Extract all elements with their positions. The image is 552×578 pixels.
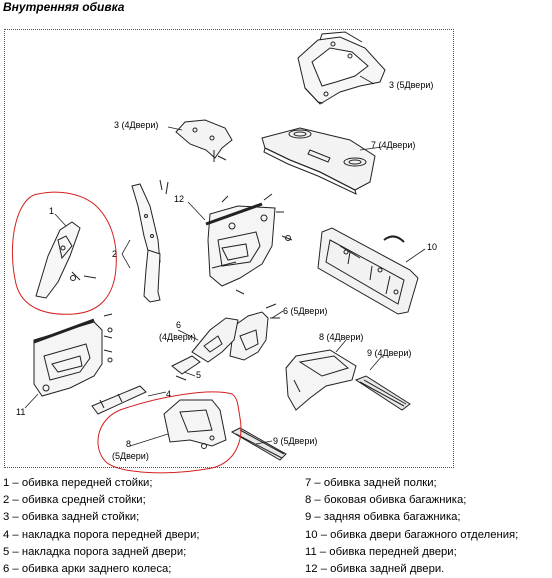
legend-item: 9 – задняя обивка багажника; <box>305 511 461 524</box>
legend-item: 2 – обивка средней стойки; <box>3 494 146 507</box>
trunk-side-trim-4door <box>285 349 357 411</box>
legend-item: 7 – обивка задней полки; <box>305 477 437 489</box>
rear-pillar-trim-5door <box>297 31 386 105</box>
callout-6-4door-note: (4Двери) <box>159 332 196 342</box>
callout-11: 11 <box>16 407 26 417</box>
legend-left-column: 1 – обивка передней стойки; 2 – обивка с… <box>3 475 200 578</box>
callout-6-4door-number: 6 <box>176 320 182 330</box>
trunk-rear-trim-4door <box>354 375 411 411</box>
trunk-lid-trim <box>317 227 419 315</box>
callout-12: 12 <box>174 194 185 204</box>
parts-diagram <box>11 31 426 474</box>
callout-9-5door: 9 (5Двери) <box>273 436 318 446</box>
callout-7: 7 (4Двери) <box>371 140 416 150</box>
legend-item: 4 – накладка порога передней двери; <box>3 528 200 541</box>
callout-8-5door-note: (5Двери) <box>112 451 149 461</box>
rear-shelf-trim <box>261 127 376 195</box>
trunk-side-trim-5door <box>163 399 227 449</box>
callout-6-5door: 6 (5Двери) <box>283 306 328 316</box>
front-pillar-trim <box>35 221 97 299</box>
legend-item: 3 – обивка задней стойки; <box>3 511 140 524</box>
rear-door-trim <box>205 193 293 295</box>
callout-10: 10 <box>427 242 438 252</box>
callout-8-4door: 8 (4Двери) <box>319 332 364 342</box>
front-door-trim <box>33 313 113 397</box>
callout-1: 1 <box>49 206 55 216</box>
legend-item: 12 – обивка задней двери. <box>305 562 445 575</box>
legend-item: 11 – обивка передней двери; <box>305 545 457 558</box>
callout-3-4door: 3 (4Двери) <box>114 120 159 130</box>
callout-9-4door: 9 (4Двери) <box>367 348 412 358</box>
wheel-arch-trim-5door <box>229 303 280 361</box>
callout-4: 4 <box>166 389 172 399</box>
callout-2: 2 <box>112 249 118 259</box>
diagram-frame <box>4 29 454 468</box>
rear-door-sill-trim <box>171 355 201 381</box>
legend-item: 1 – обивка передней стойки; <box>3 477 153 489</box>
leader-lines <box>24 75 426 447</box>
rear-pillar-trim-4door <box>175 119 233 162</box>
legend-right-column: 7 – обивка задней полки; 8 – боковая оби… <box>305 475 518 578</box>
center-pillar-trim <box>131 179 169 303</box>
legend-item: 8 – боковая обивка багажника; <box>305 494 467 507</box>
legend-item: 6 – обивка арки заднего колеса; <box>3 562 172 575</box>
wheel-arch-trim-4door <box>191 317 239 363</box>
legend-item: 5 – накладка порога задней двери; <box>3 545 187 558</box>
callout-5: 5 <box>196 370 202 380</box>
page-title: Внутренняя обивка <box>3 0 125 14</box>
callout-8-5door-number: 8 <box>126 439 132 449</box>
highlight-circles <box>11 191 242 474</box>
callout-3-5door: 3 (5Двери) <box>389 80 434 90</box>
legend-item: 10 – обивка двери багажного отделения; <box>305 528 519 541</box>
trunk-rear-trim-5door <box>230 427 287 461</box>
front-door-sill-trim <box>91 385 147 415</box>
